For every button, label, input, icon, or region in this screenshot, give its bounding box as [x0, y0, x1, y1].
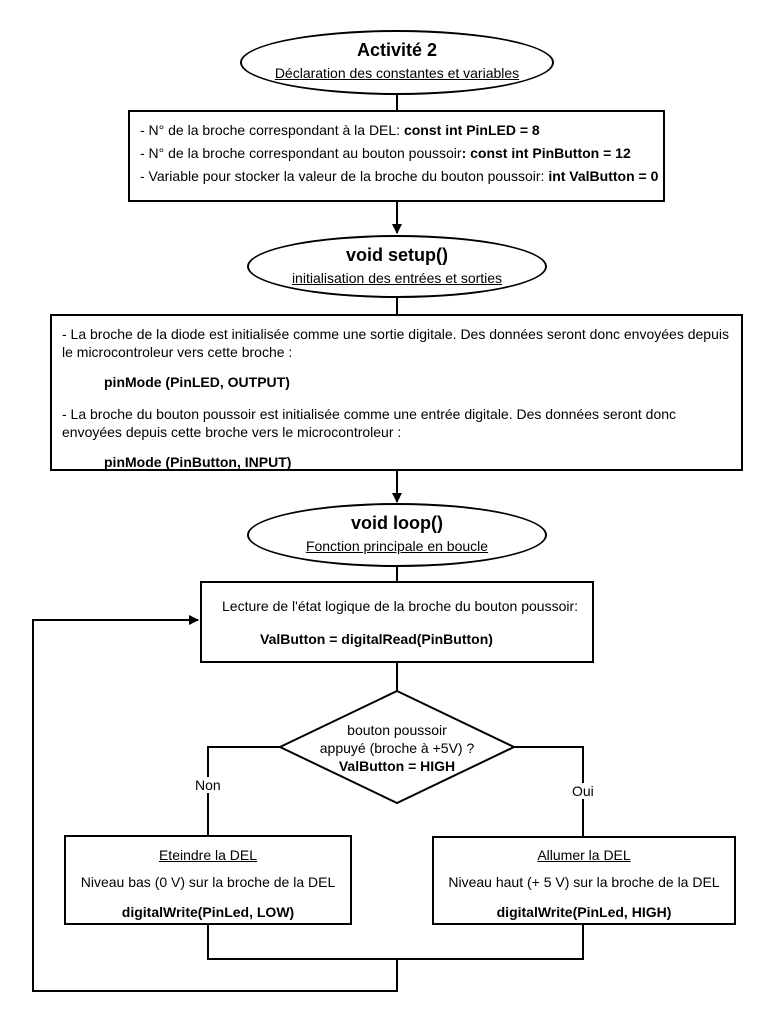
button-pinmode-code: pinMode (PinButton, INPUT): [104, 454, 292, 470]
read-code: ValButton = digitalRead(PinButton): [260, 631, 493, 647]
setup-box: - La broche de la diode est initialisée …: [50, 314, 743, 471]
declarations-box: - N° de la broche correspondant à la DEL…: [128, 110, 665, 202]
led-off-code: digitalWrite(PinLed, LOW): [121, 904, 295, 920]
button-description: - La broche du bouton poussoir est initi…: [62, 406, 677, 440]
connector-join: [207, 925, 584, 960]
decision-condition: ValButton = HIGH: [338, 758, 456, 774]
no-label: Non: [193, 777, 223, 793]
led-on-description: Niveau haut (+ 5 V) sur la broche de la …: [448, 874, 720, 890]
led-on-box: Allumer la DEL Niveau haut (+ 5 V) sur l…: [432, 836, 736, 925]
led-off-box: Eteindre la DEL Niveau bas (0 V) sur la …: [64, 835, 352, 925]
loop-oval: void loop() Fonction principale en boucl…: [247, 503, 547, 567]
decision-diamond: [277, 689, 517, 805]
led-off-title: Eteindre la DEL: [158, 847, 258, 863]
yes-label: Oui: [570, 783, 596, 799]
declaration-line: - N° de la broche correspondant à la DEL…: [140, 122, 540, 138]
read-description: Lecture de l'état logique de la broche d…: [222, 598, 579, 614]
led-off-description: Niveau bas (0 V) sur la broche de la DEL: [80, 874, 336, 890]
setup-oval: void setup() initialisation des entrées …: [247, 235, 547, 298]
led-pinmode-code: pinMode (PinLED, OUTPUT): [104, 374, 290, 390]
decision-line-2: appuyé (broche à +5V) ?: [319, 740, 475, 756]
declaration-line: - Variable pour stocker la valeur de la …: [140, 168, 659, 184]
connector-yes-branch: [514, 746, 584, 836]
led-on-title: Allumer la DEL: [537, 847, 631, 863]
led-description: - La broche de la diode est initialisée …: [62, 326, 729, 360]
loop-subtitle: Fonction principale en boucle: [305, 538, 489, 554]
decision-line-1: bouton poussoir: [347, 722, 447, 738]
start-oval: Activité 2 Déclaration des constantes et…: [240, 30, 554, 95]
setup-title: void setup(): [346, 245, 448, 265]
decision-text: bouton poussoir appuyé (broche à +5V) ? …: [300, 721, 494, 775]
connector-no-branch: [207, 746, 280, 835]
read-box: Lecture de l'état logique de la broche d…: [200, 581, 594, 663]
declaration-line: - N° de la broche correspondant au bouto…: [140, 145, 631, 161]
connector-loopback: [32, 615, 398, 992]
activity-subtitle: Déclaration des constantes et variables: [274, 65, 520, 81]
setup-subtitle: initialisation des entrées et sorties: [291, 270, 503, 286]
led-on-code: digitalWrite(PinLed, HIGH): [496, 904, 672, 920]
activity-title: Activité 2: [356, 40, 438, 60]
loop-title: void loop(): [351, 513, 443, 533]
